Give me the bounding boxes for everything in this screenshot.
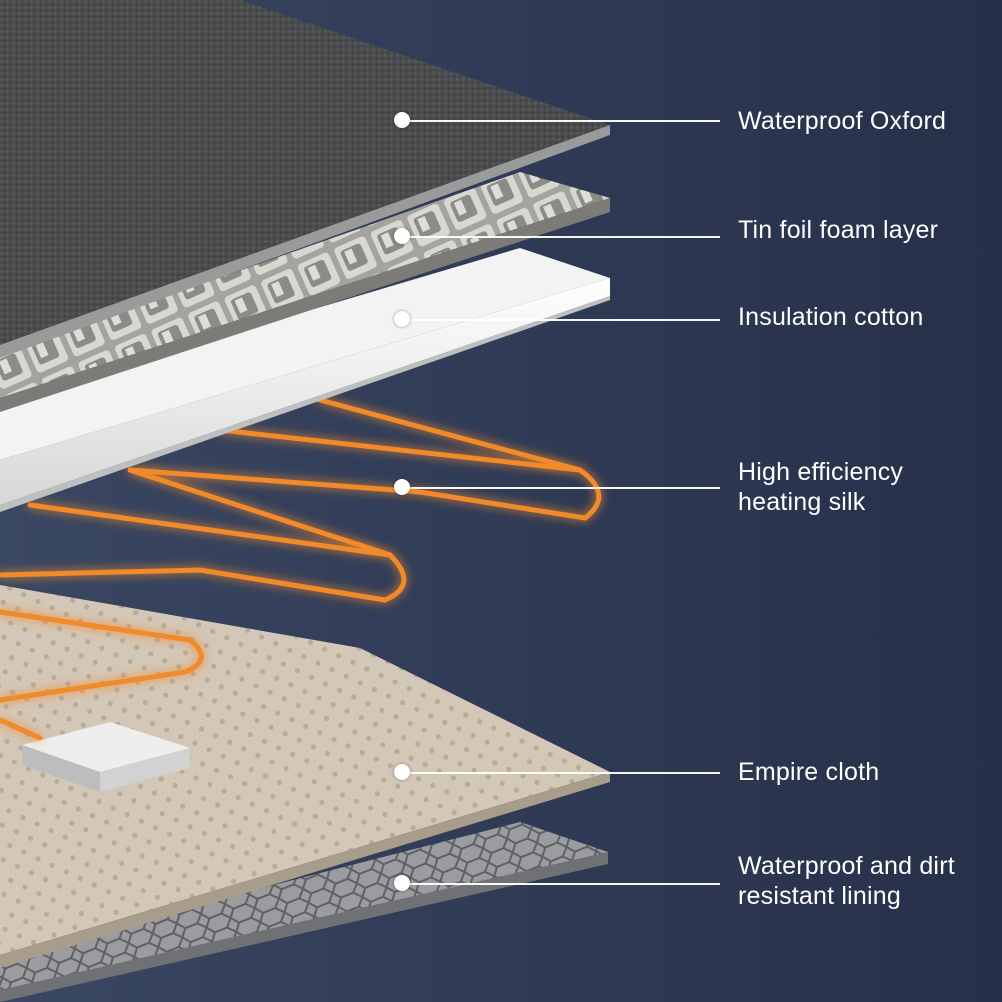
insulation-cotton-layer (0, 248, 610, 512)
leader-tinfoil (402, 236, 720, 238)
leader-lining (402, 883, 720, 885)
label-empire-cloth: Empire cloth (738, 758, 880, 786)
oxford-layer (0, 0, 610, 358)
lining-layer (0, 822, 608, 1002)
dot-oxford (394, 112, 410, 128)
label-insulation-cotton: Insulation cotton (738, 303, 924, 331)
dot-tinfoil (394, 228, 410, 244)
label-tin-foil-foam-layer: Tin foil foam layer (738, 216, 939, 244)
dot-silk (394, 479, 410, 495)
dot-cotton (394, 311, 410, 327)
leader-empire (402, 772, 720, 774)
leader-oxford (402, 120, 720, 122)
dot-lining (394, 875, 410, 891)
label-lining: Waterproof and dirt resistant lining (738, 852, 955, 910)
dot-empire (394, 764, 410, 780)
leader-silk (402, 487, 720, 489)
leader-cotton (402, 319, 720, 321)
label-heating-silk: High efficiency heating silk (738, 458, 904, 516)
tin-foil-layer (0, 172, 610, 412)
label-waterproof-oxford: Waterproof Oxford (738, 107, 947, 135)
heating-wire (0, 397, 602, 741)
